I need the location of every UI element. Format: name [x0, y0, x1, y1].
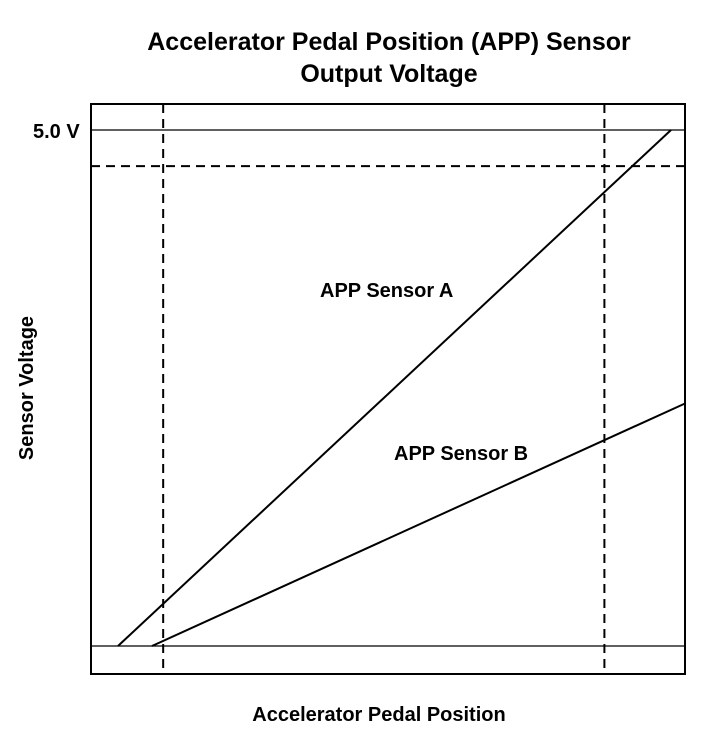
y-tick-label: 5.0 V [33, 121, 80, 143]
series-line-app-sensor-a [117, 129, 672, 647]
chart-subtitle: Output Voltage [300, 60, 478, 88]
x-axis-label: Accelerator Pedal Position [252, 704, 505, 726]
y-axis-label: Sensor Voltage [16, 316, 38, 460]
chart-title: Accelerator Pedal Position (APP) Sensor [147, 28, 631, 56]
series-line-app-sensor-b [151, 402, 686, 647]
series-lines [117, 129, 686, 647]
series-label-app-sensor-a: APP Sensor A [320, 280, 453, 302]
plot-frame [90, 103, 686, 675]
reference-lines [91, 104, 685, 674]
chart-title-block: Accelerator Pedal Position (APP) Sensor … [0, 26, 704, 90]
series-label-app-sensor-b: APP Sensor B [394, 443, 528, 465]
